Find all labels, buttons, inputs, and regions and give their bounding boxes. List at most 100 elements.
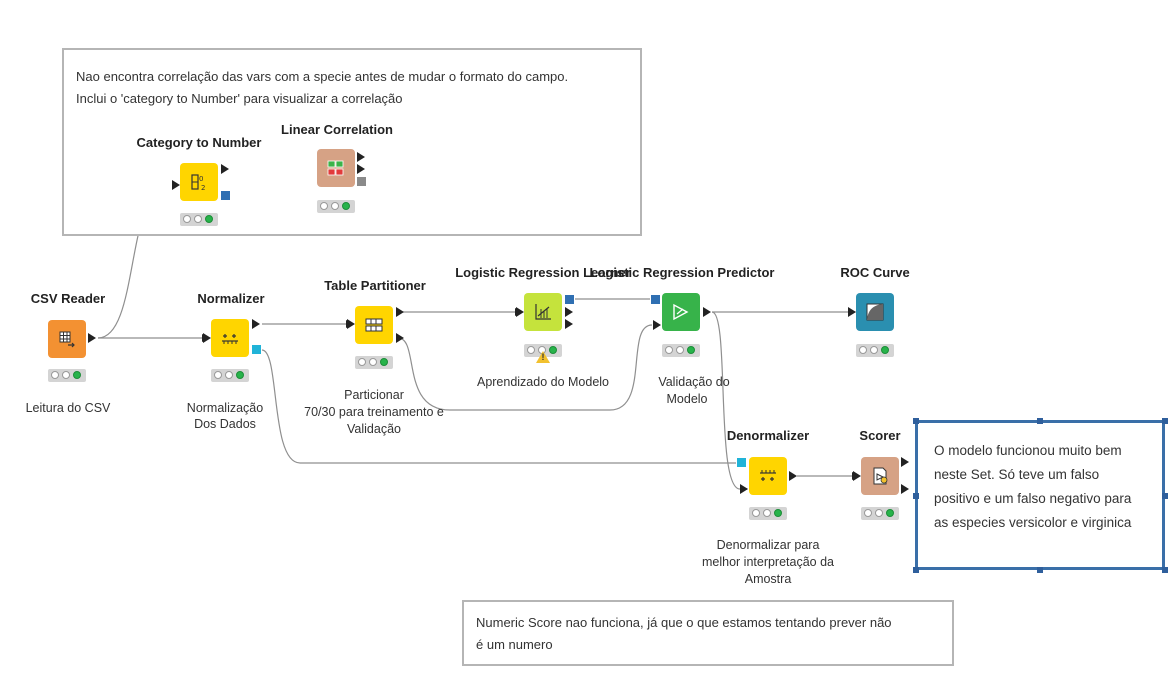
table-reader-icon xyxy=(59,331,75,348)
input-port[interactable] xyxy=(516,307,524,317)
status-traffic-light xyxy=(749,507,787,520)
warning-mark: ! xyxy=(541,352,545,362)
output-port[interactable] xyxy=(396,307,404,317)
status-traffic-light xyxy=(211,369,249,382)
input-port[interactable] xyxy=(172,180,180,190)
resize-handle[interactable] xyxy=(913,418,919,424)
annotation-top-line1: Nao encontra correlação das vars com a s… xyxy=(76,69,569,84)
wire-predictor-to-denormalizer xyxy=(711,311,741,490)
regression-learner-icon xyxy=(535,304,551,320)
output-port[interactable] xyxy=(88,333,96,343)
output-port[interactable] xyxy=(901,457,909,467)
status-traffic-light xyxy=(180,213,218,226)
node-linear-correlation[interactable] xyxy=(317,149,355,187)
node-title-linear-correlation: Linear Correlation xyxy=(281,122,393,137)
roc-chart-icon xyxy=(866,303,884,321)
node-label-lr-learner: Aprendizado do Modelo xyxy=(476,375,610,389)
svg-text:2: 2 xyxy=(201,184,205,192)
node-title-scorer: Scorer xyxy=(859,428,901,443)
node-category-to-number[interactable]: 0 2 xyxy=(180,163,218,201)
wire-normalizer-to-denormalizer xyxy=(261,349,736,464)
node-label-denormalizer-line2: melhor interpretação da xyxy=(701,555,835,569)
node-normalizer[interactable] xyxy=(211,319,249,357)
warning-icon[interactable] xyxy=(536,351,550,363)
annotation-bottom-line1: Numeric Score nao funciona, já que o que… xyxy=(476,615,892,630)
status-traffic-light xyxy=(856,344,894,357)
node-title-csv-reader: CSV Reader xyxy=(30,291,106,306)
model-output-port[interactable] xyxy=(565,295,574,304)
node-label-partitioner-line2: 70/30 para treinamento e xyxy=(304,405,444,419)
node-label-normalizer-line1: Normalização xyxy=(186,401,264,415)
resize-handle[interactable] xyxy=(1037,567,1043,573)
node-title-normalizer: Normalizer xyxy=(197,291,265,306)
resize-handle[interactable] xyxy=(1162,418,1168,424)
annotation-top[interactable]: Nao encontra correlação das vars com a s… xyxy=(62,48,642,236)
wire-partitioner-to-predictor xyxy=(397,324,653,411)
node-csv-reader[interactable] xyxy=(48,320,86,358)
node-title-lr-learner: Logistic Regression Learner xyxy=(455,265,631,280)
node-roc-curve[interactable] xyxy=(856,293,894,331)
node-label-partitioner-line3: Validação xyxy=(347,422,401,436)
node-label-csv-reader: Leitura do CSV xyxy=(25,401,111,415)
node-lr-learner[interactable] xyxy=(524,293,562,331)
input-port[interactable] xyxy=(347,319,355,329)
resize-handle[interactable] xyxy=(1037,418,1043,424)
node-table-partitioner[interactable] xyxy=(355,306,393,344)
node-label-normalizer-line2: Dos Dados xyxy=(194,417,256,431)
output-port[interactable] xyxy=(703,307,711,317)
output-port[interactable] xyxy=(252,319,260,329)
output-port[interactable] xyxy=(357,152,365,162)
partition-table-icon xyxy=(365,318,383,332)
output-port[interactable] xyxy=(565,319,573,329)
correlation-matrix-icon xyxy=(327,160,344,176)
input-port[interactable] xyxy=(740,484,748,494)
annotation-top-line2: Inclui o 'category to Number' para visua… xyxy=(76,91,403,106)
output-port[interactable] xyxy=(396,333,404,343)
model-output-port[interactable] xyxy=(252,345,261,354)
svg-text:0: 0 xyxy=(199,175,203,183)
output-port[interactable] xyxy=(901,484,909,494)
annotation-right[interactable]: O modelo funcionou muito bem neste Set. … xyxy=(915,420,1165,570)
node-label-lr-predictor-line1: Validação do xyxy=(658,375,730,389)
output-port[interactable] xyxy=(357,164,365,174)
node-label-denormalizer-line3: Amostra xyxy=(744,572,792,586)
resize-handle[interactable] xyxy=(913,567,919,573)
model-input-port[interactable] xyxy=(651,295,660,304)
category-to-number-icon: 0 2 xyxy=(191,174,205,192)
input-port[interactable] xyxy=(848,307,856,317)
input-port[interactable] xyxy=(653,320,661,330)
view-output-port[interactable] xyxy=(357,177,366,186)
node-lr-predictor[interactable] xyxy=(662,293,700,331)
predictor-icon xyxy=(673,303,689,321)
node-label-denormalizer-line1: Denormalizar para xyxy=(716,538,820,552)
resize-handle[interactable] xyxy=(913,493,919,499)
resize-handle[interactable] xyxy=(1162,567,1168,573)
annotation-right-text: O modelo funcionou muito bem neste Set. … xyxy=(934,443,1132,530)
annotation-bottom[interactable]: Numeric Score nao funciona, já que o que… xyxy=(462,600,954,666)
node-denormalizer[interactable] xyxy=(749,457,787,495)
annotation-bottom-line2: é um numero xyxy=(476,637,553,652)
resize-handle[interactable] xyxy=(1162,493,1168,499)
input-port[interactable] xyxy=(853,471,861,481)
status-traffic-light xyxy=(317,200,355,213)
output-port[interactable] xyxy=(565,307,573,317)
node-label-partitioner-line1: Particionar xyxy=(344,388,404,402)
node-title-roc-curve: ROC Curve xyxy=(840,265,910,280)
output-port[interactable] xyxy=(221,164,229,174)
node-scorer[interactable] xyxy=(861,457,899,495)
node-title-table-partitioner: Table Partitioner xyxy=(324,278,426,293)
status-traffic-light xyxy=(662,344,700,357)
node-title-category-to-number: Category to Number xyxy=(136,135,262,150)
status-traffic-light xyxy=(48,369,86,382)
input-port[interactable] xyxy=(203,333,211,343)
model-output-port[interactable] xyxy=(221,191,230,200)
node-title-lr-predictor: Logistic Regression Predictor xyxy=(589,265,775,280)
denormalizer-icon xyxy=(760,470,776,481)
model-input-port[interactable] xyxy=(737,458,746,467)
node-label-lr-predictor-line2: Modelo xyxy=(666,392,708,406)
output-port[interactable] xyxy=(789,471,797,481)
status-traffic-light xyxy=(524,344,562,357)
status-traffic-light xyxy=(861,507,899,520)
scorer-icon xyxy=(873,467,888,485)
node-title-denormalizer: Denormalizer xyxy=(726,428,810,443)
